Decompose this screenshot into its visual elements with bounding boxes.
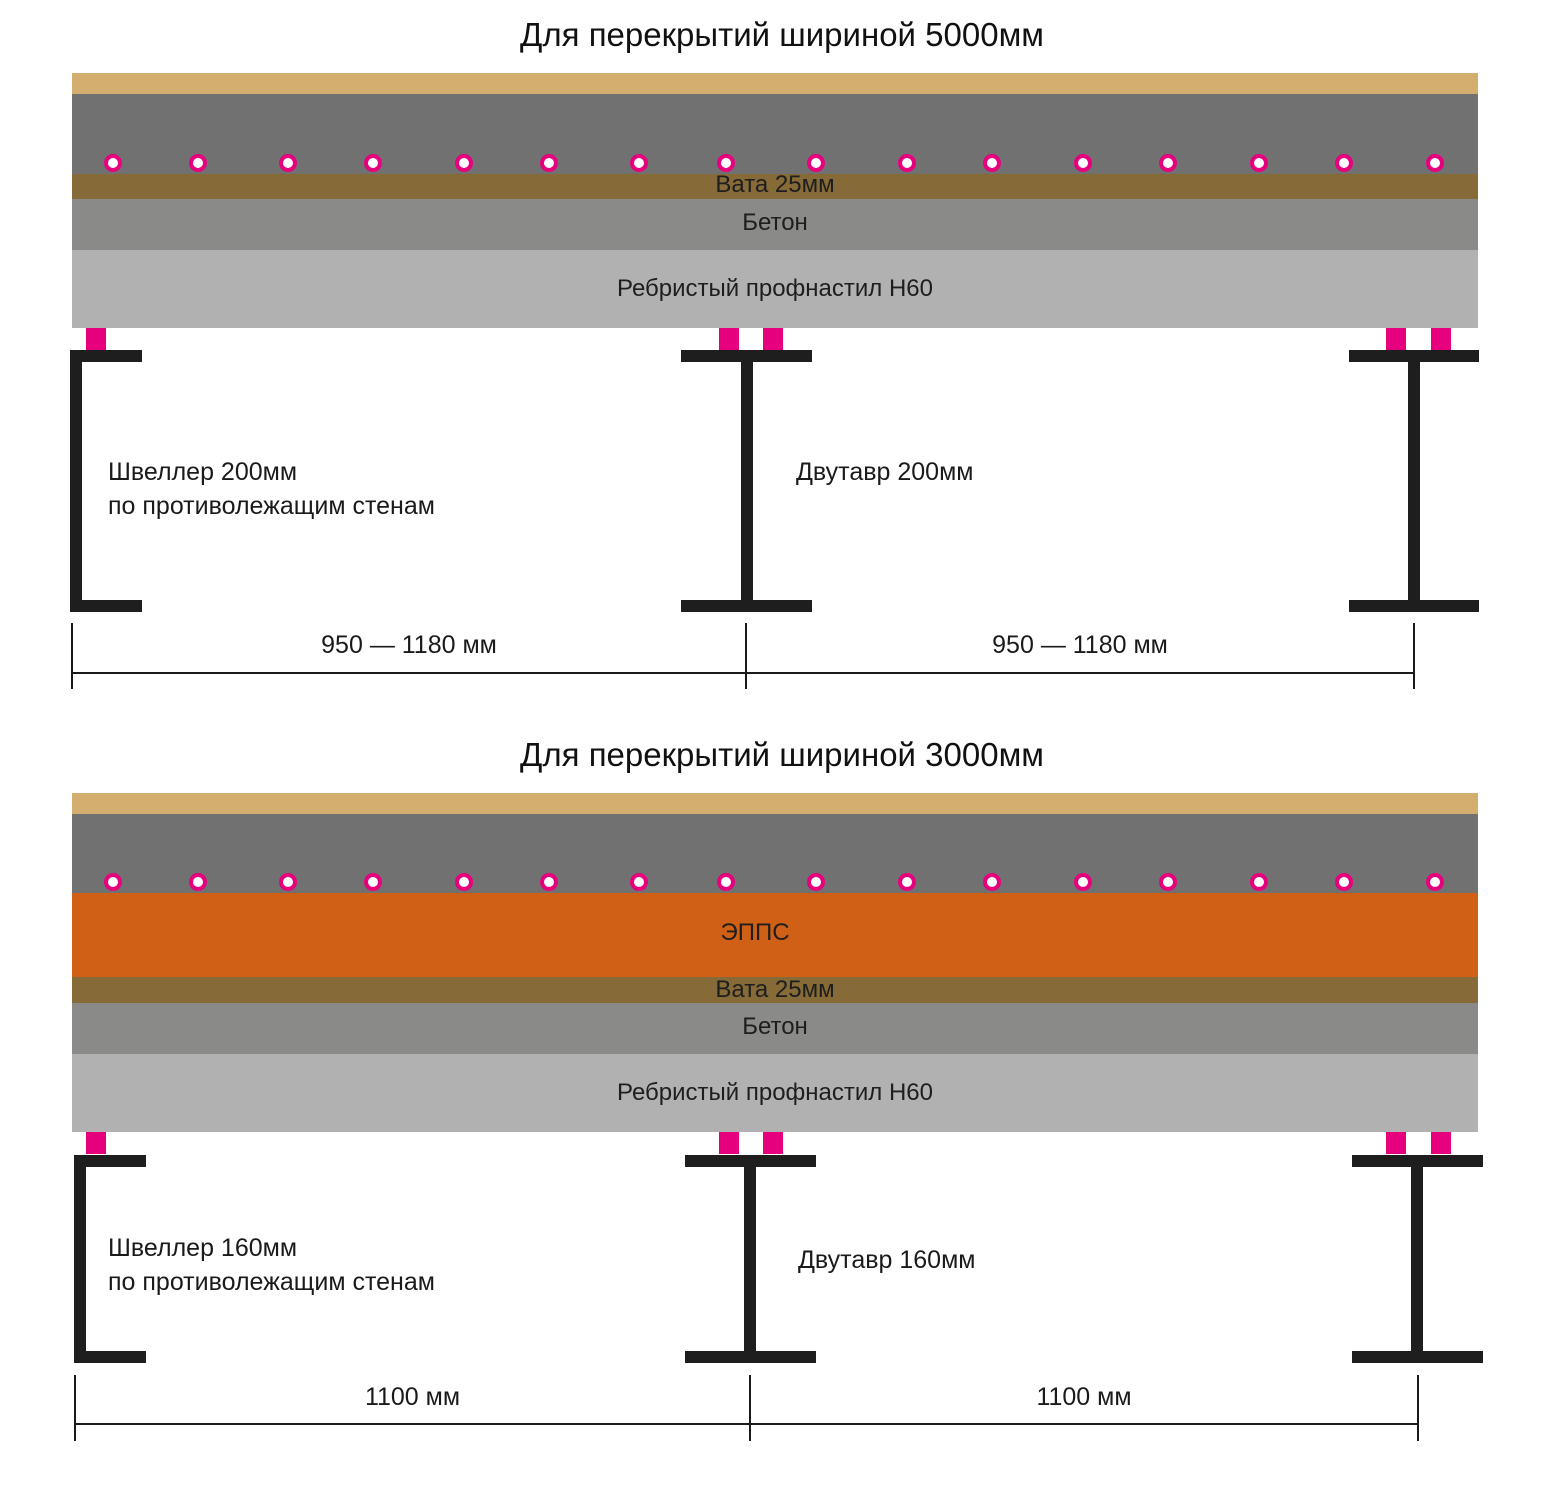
span-label-right: 950 — 1180 мм [992,631,1168,659]
clip [719,328,739,350]
screed-layer-with-heating-pipes [72,94,1478,174]
wool-layer-label: Вата 25мм [715,976,835,1003]
heating-pipe-icon [898,154,916,172]
heating-pipe-icon [279,873,297,891]
wool-layer: Вата 25мм [72,976,1478,1003]
channel-label-line-2: по противолежащим стенам [108,1268,435,1296]
top-finish-layer [72,73,1478,94]
heating-pipe-icon [1426,873,1444,891]
channel-label: Швеллер 200мм по противолежащим стенам [108,455,435,523]
span-label-left: 950 — 1180 мм [321,631,497,659]
dimension-tick [1417,1375,1419,1441]
clip [1386,1132,1406,1154]
screed-layer-with-heating-pipes [72,814,1478,893]
clip [763,328,783,350]
concrete-layer: Бетон [72,199,1478,250]
heating-pipe-icon [983,154,1001,172]
ibeam-label: Двутавр 160мм [798,1246,976,1274]
dimension-line [74,1423,1419,1425]
top-finish-layer [72,793,1478,814]
heating-pipe-icon [455,154,473,172]
ibeam-label: Двутавр 200мм [796,458,974,486]
heating-pipe-icon [1159,873,1177,891]
diagram-5000: Для перекрытий шириной 5000мм Вата 25мм … [0,0,1564,700]
profile-sheet-layer: Ребристый профнастил Н60 [72,1054,1478,1132]
heating-pipe-icon [540,154,558,172]
heating-pipe-icon [279,154,297,172]
dimension-tick [745,623,747,689]
clip [719,1132,739,1154]
clip [1431,328,1451,350]
heating-pipe-icon [1335,873,1353,891]
wool-layer: Вата 25мм [72,171,1478,199]
clip [1386,328,1406,350]
dimension-tick [71,623,73,689]
heating-pipe-icon [1426,154,1444,172]
heating-pipe-icon [898,873,916,891]
diagram-title: Для перекрытий шириной 3000мм [520,736,1044,773]
dimension-tick [74,1375,76,1441]
concrete-layer-label: Бетон [742,1013,808,1040]
heating-pipe-icon [104,154,122,172]
heating-pipe-icon [455,873,473,891]
channel-label-line-1: Швеллер 160мм [108,1234,298,1262]
channel-label: Швеллер 160мм по противолежащим стенам [108,1231,435,1299]
heating-pipe-icon [1250,873,1268,891]
heating-pipe-icon [630,154,648,172]
heating-pipe-icon [540,873,558,891]
heating-pipe-icon [104,873,122,891]
channel-label-line-1: Швеллер 200мм [108,458,298,486]
span-label-left: 1100 мм [364,1383,461,1411]
clip [1431,1132,1451,1154]
heating-pipe-icon [1250,154,1268,172]
dimension-tick [749,1375,751,1441]
profile-sheet-layer-label: Ребристый профнастил Н60 [617,275,933,302]
heating-pipe-icon [189,873,207,891]
profile-sheet-layer-label: Ребристый профнастил Н60 [617,1079,933,1106]
heating-pipe-icon [364,154,382,172]
heating-pipe-icon [364,873,382,891]
clip [763,1132,783,1154]
clip [86,1132,106,1154]
heating-pipe-icon [983,873,1001,891]
dimension-line [71,672,1415,674]
heating-pipe-icon [630,873,648,891]
heating-pipe-icon [807,154,825,172]
channel-label-line-2: по противолежащим стенам [108,492,435,520]
epps-layer: ЭППС [72,893,1478,977]
heating-pipe-icon [189,154,207,172]
span-label-right: 1100 мм [1036,1383,1132,1411]
heating-pipe-icon [1074,873,1092,891]
epps-layer-label: ЭППС [720,919,790,946]
heating-pipe-icon [807,873,825,891]
heating-pipe-icon [1159,154,1177,172]
profile-sheet-layer: Ребристый профнастил Н60 [72,250,1478,328]
clip [86,328,106,350]
concrete-layer-label: Бетон [742,209,808,236]
wool-layer-label: Вата 25мм [715,171,835,198]
heating-pipe-icon [717,873,735,891]
heating-pipe-icon [1074,154,1092,172]
concrete-layer: Бетон [72,1003,1478,1054]
heating-pipe-icon [1335,154,1353,172]
diagram-title: Для перекрытий шириной 5000мм [520,16,1044,53]
heating-pipe-icon [717,154,735,172]
dimension-tick [1413,623,1415,689]
